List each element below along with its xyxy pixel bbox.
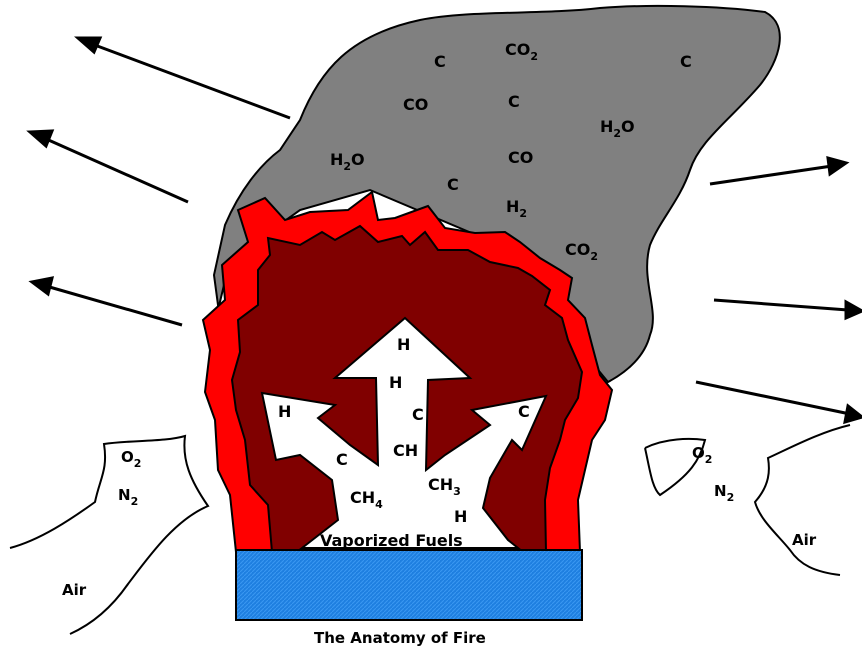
smoke-label: C [434,52,446,71]
air-label: Air [62,581,87,599]
air-labels-right: O2 N2 Air [692,444,817,549]
flame-label: C [412,405,424,424]
n2-label: N2 [118,486,138,508]
heat-arrow [710,158,846,184]
heat-arrow [32,278,182,325]
heat-arrow [696,382,862,422]
smoke-label: CO [508,148,533,167]
o2-label: O2 [121,448,141,470]
flame-label: H [278,402,291,421]
air-labels-left: O2 N2 Air [62,448,141,599]
flame-label: CH [393,441,418,460]
flame-label: H [389,373,402,392]
smoke-label: CO [403,95,428,114]
heat-arrow [30,131,188,202]
smoke-label: C [447,175,459,194]
fuel-pool [236,550,582,620]
smoke-label: C [508,92,520,111]
flame-label: H [454,507,467,526]
air-label: Air [792,531,817,549]
flame-label: C [336,450,348,469]
air-stream-right [645,425,850,575]
n2-label: N2 [714,482,734,504]
flame-label: H [397,335,410,354]
fuel-pool-label: Vaporized Fuels [320,531,463,550]
heat-arrow [714,300,862,318]
smoke-label: C [680,52,692,71]
heat-arrow [78,38,290,118]
diagram-caption: The Anatomy of Fire [314,629,486,647]
flame-label: C [518,402,530,421]
air-stream-left [10,436,208,634]
